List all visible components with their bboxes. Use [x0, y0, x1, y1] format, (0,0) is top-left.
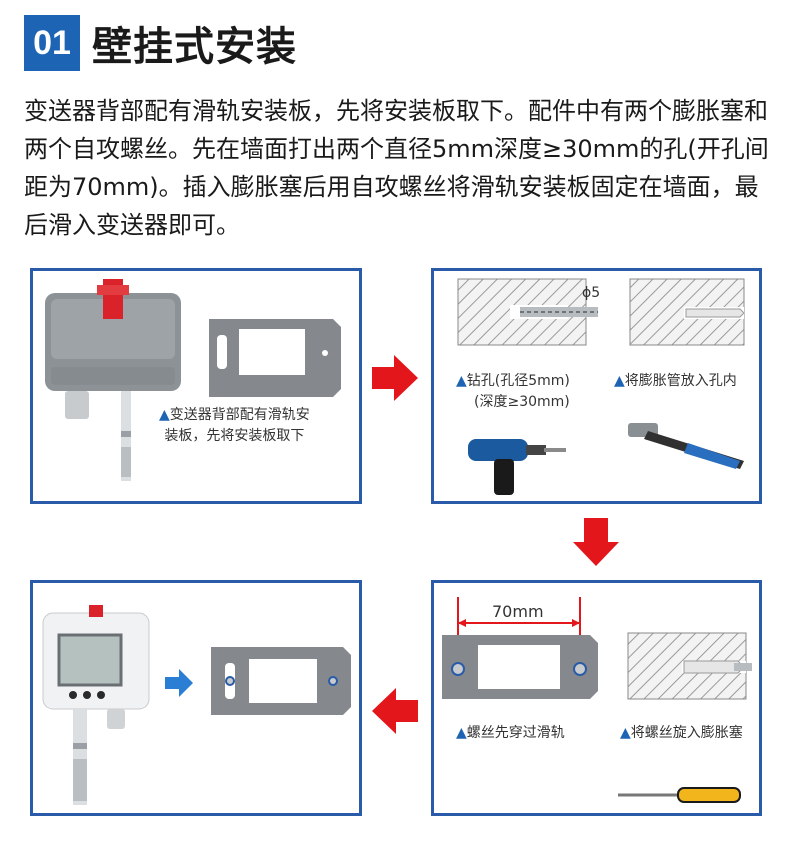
section-title: 壁挂式安装 [92, 24, 297, 70]
blue-arrow-icon [165, 669, 193, 697]
anchor-caption-text: 将膨胀管放入孔内 [624, 373, 737, 389]
panel-remove-rail: ▲变送器背部配有滑轨安 装板，先将安装板取下 [30, 268, 362, 504]
panel1-caption: ▲变送器背部配有滑轨安 装板，先将安装板取下 [159, 405, 310, 447]
screw-anchor-caption: ▲将螺丝旋入膨胀塞 [620, 723, 743, 744]
red-arrow-icon [372, 355, 418, 401]
drill-caption-text1: 钻孔(孔径5mm) [466, 373, 570, 389]
triangle-icon: ▲ [620, 725, 631, 741]
hammer-icon [628, 423, 744, 469]
red-arrow-icon [573, 518, 619, 566]
phi5-label: ϕ5 [582, 285, 600, 301]
screw-anchor-caption-text: 将螺丝旋入膨胀塞 [630, 725, 743, 741]
red-arrow-icon [372, 688, 418, 734]
section-header: 01 壁挂式安装 [24, 14, 297, 72]
triangle-icon: ▲ [159, 407, 170, 423]
panel1-caption-text1: 变送器背部配有滑轨安 [169, 407, 310, 423]
screw-rail-caption: ▲螺丝先穿过滑轨 [456, 723, 565, 744]
spacing-label: 70mm [492, 602, 544, 621]
triangle-icon: ▲ [614, 373, 625, 389]
rail-fixing-illustrations: 70mm [442, 597, 752, 803]
drill-icon [468, 439, 566, 495]
panel-drill-holes: ϕ5 ▲钻孔(孔径5mm) (深度≥30mm) ▲将膨胀管放入孔内 [431, 268, 762, 504]
drill-caption-line2: (深度≥30mm) [474, 394, 570, 410]
screw-rail-caption-text: 螺丝先穿过滑轨 [466, 725, 565, 741]
triangle-icon: ▲ [456, 725, 467, 741]
drill-hole-illustrations: ϕ5 [457, 278, 745, 495]
panel1-caption-line2: 装板，先将安装板取下 [164, 428, 305, 444]
transmitter-back-illustration [45, 279, 341, 481]
screwdriver-icon [618, 787, 741, 803]
drill-caption-line1: ▲钻孔(孔径5mm) [456, 371, 570, 392]
anchor-caption: ▲将膨胀管放入孔内 [614, 371, 737, 392]
triangle-icon: ▲ [456, 373, 467, 389]
section-number-badge: 01 [24, 15, 80, 71]
transmitter-front-illustration [42, 605, 351, 805]
panel-fix-rail: 70mm ▲螺丝先穿过滑轨 ▲将螺丝旋入膨胀塞 [431, 580, 762, 816]
install-description: 变送器背部配有滑轨安装板，先将安装板取下。配件中有两个膨胀塞和两个自攻螺丝。先在… [24, 97, 769, 239]
panel1-caption-line1: ▲变送器背部配有滑轨安 [159, 405, 310, 426]
panel-slide-in [30, 580, 362, 816]
drill-caption: ▲钻孔(孔径5mm) (深度≥30mm) [456, 371, 570, 413]
